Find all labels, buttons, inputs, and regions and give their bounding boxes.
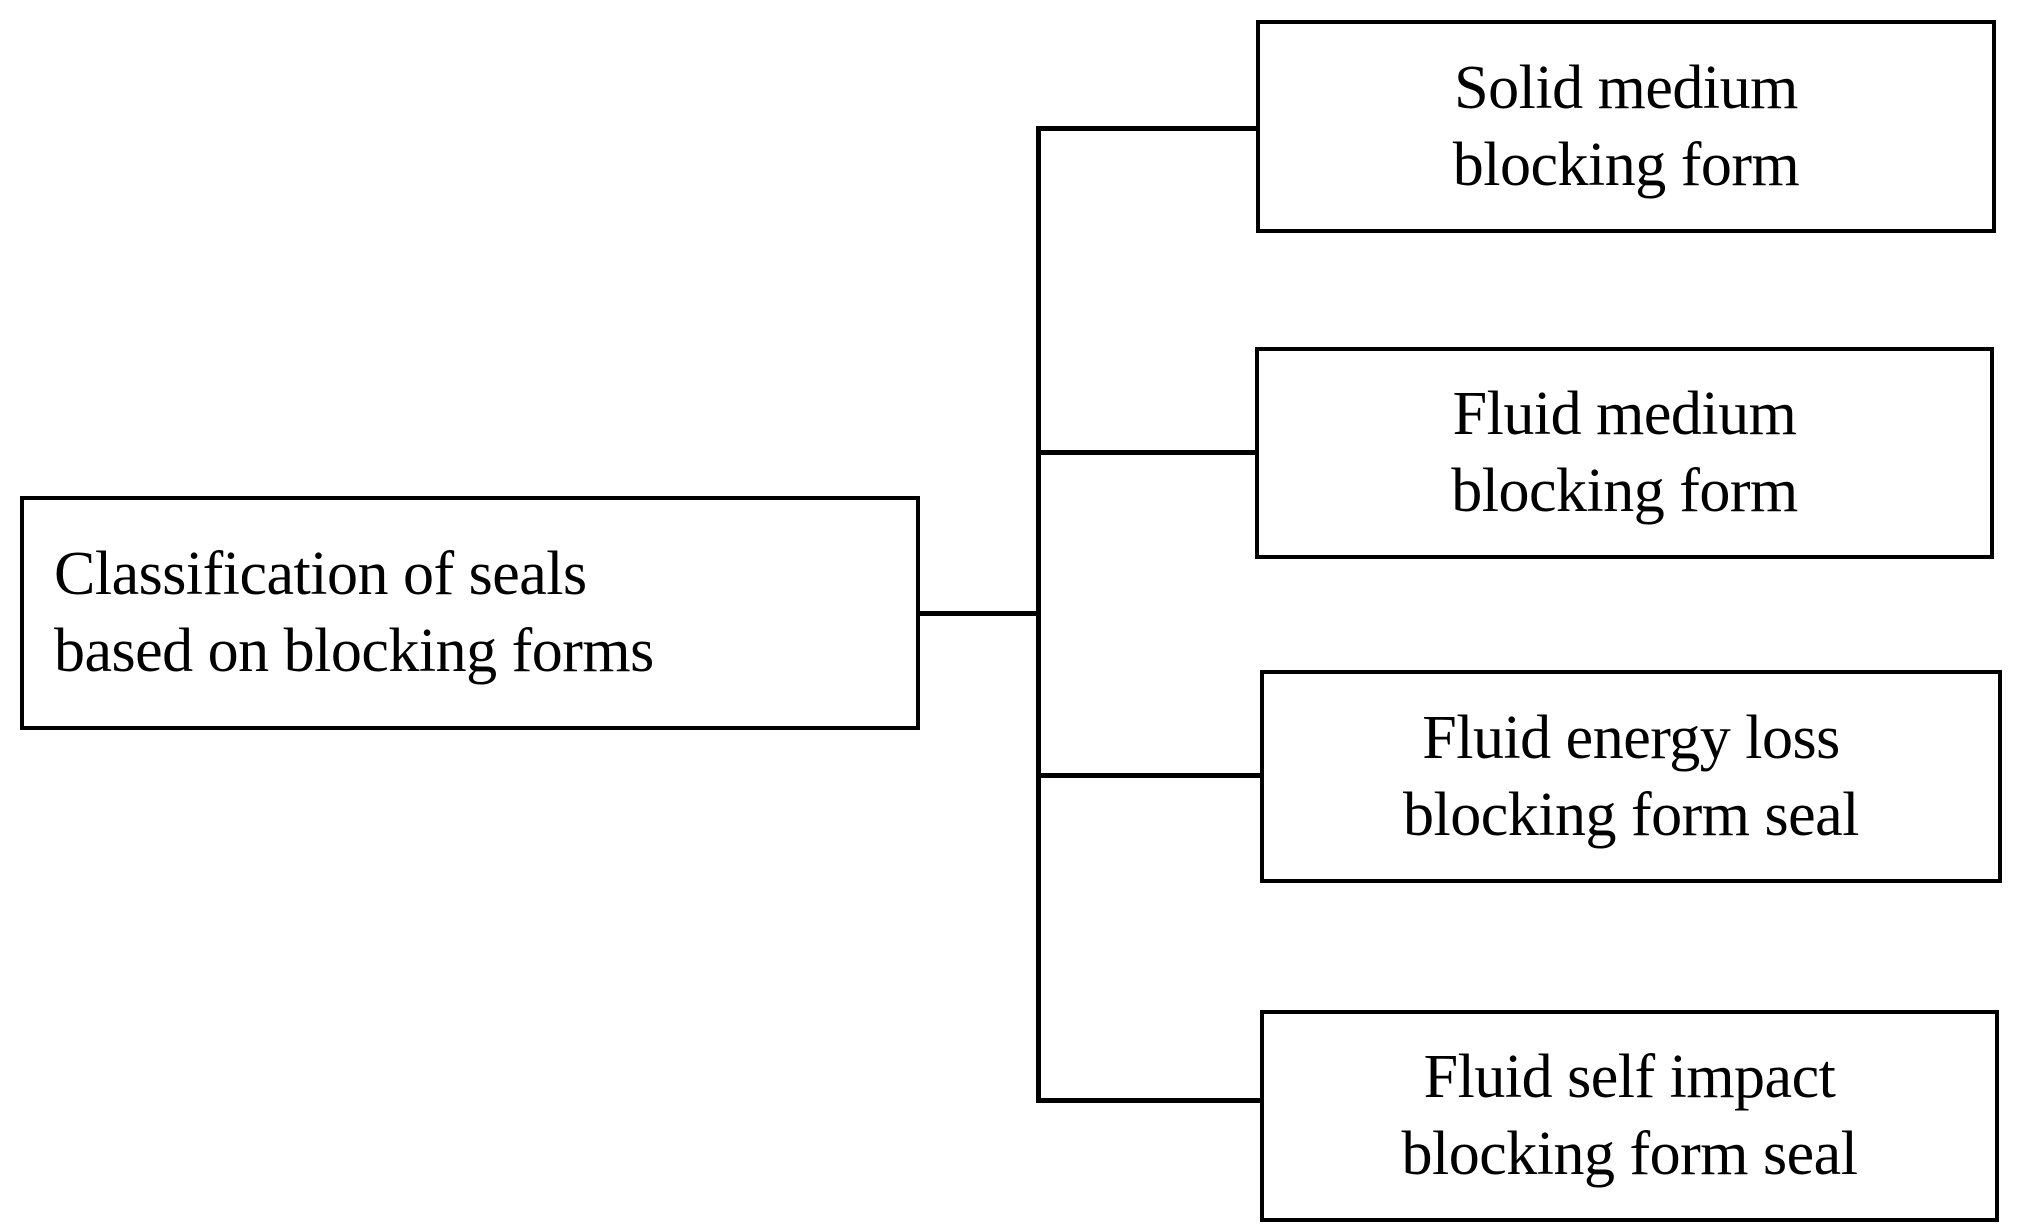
node-root-label-line1: Classification of seals [54,540,587,609]
connector-to-fluid-self-impact-blocking-form-seal [1036,1098,1262,1103]
node-leaf-2-label-line1: Fluid energy loss [1422,703,1840,772]
node-leaf-3-label-line2: blocking form seal [1401,1120,1858,1188]
node-root-classification-of-seals[interactable]: Classification of seals based on blockin… [20,496,920,730]
connector-root-stub [918,611,1040,616]
node-fluid-self-impact-blocking-form-seal[interactable]: Fluid self impact blocking form seal [1260,1010,1999,1222]
node-leaf-2-label-line2: blocking form seal [1403,780,1859,849]
node-leaf-3-label-line1: Fluid self impact [1423,1043,1836,1112]
node-leaf-1-label-line2: blocking form [1451,457,1798,525]
node-leaf-1-label-line1: Fluid medium [1452,380,1797,449]
connector-vertical-trunk [1036,126,1041,1102]
node-solid-medium-blocking-form[interactable]: Solid medium blocking form [1256,20,1996,233]
connector-to-fluid-medium-blocking-form [1036,450,1257,455]
connector-to-fluid-energy-loss-blocking-form-seal [1036,773,1262,778]
node-root-label-line2: based on blocking forms [54,617,654,685]
connector-to-solid-medium-blocking-form [1036,126,1258,131]
node-fluid-energy-loss-blocking-form-seal[interactable]: Fluid energy loss blocking form seal [1260,670,2002,883]
node-leaf-0-label-line1: Solid medium [1454,53,1798,122]
node-leaf-0-label-line2: blocking form [1452,130,1800,199]
node-fluid-medium-blocking-form[interactable]: Fluid medium blocking form [1255,347,1994,559]
